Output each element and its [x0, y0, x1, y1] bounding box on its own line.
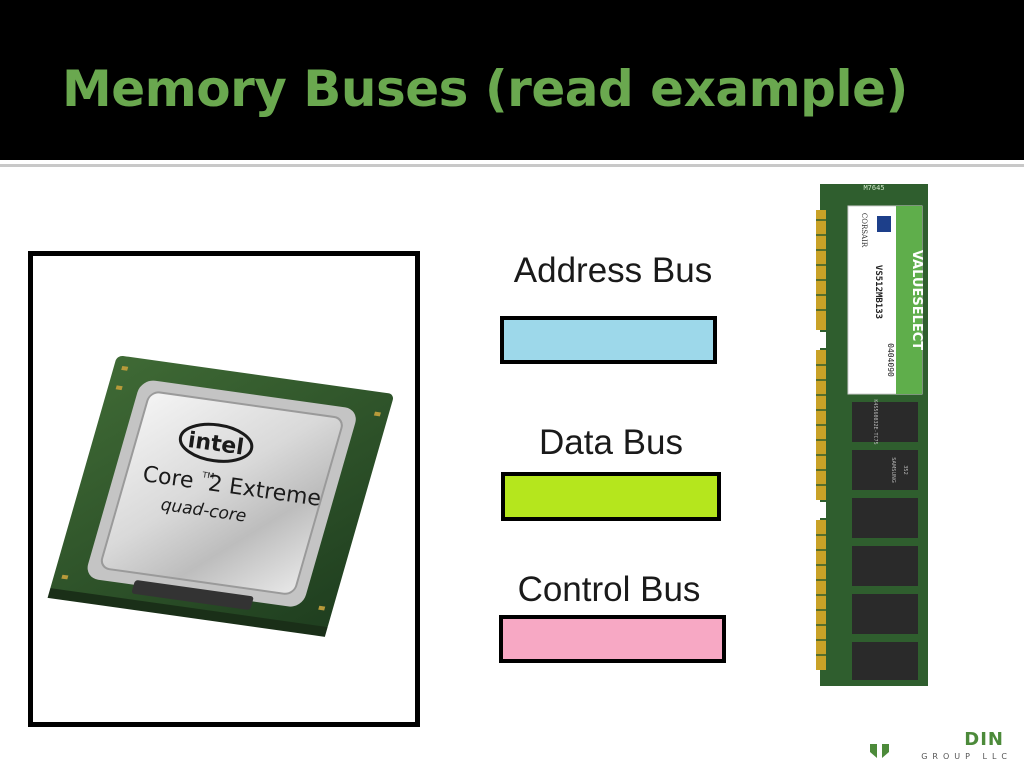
logo-mark-icon — [870, 744, 889, 758]
cpu-image-frame: intel Core TM 2 Extreme quad-core — [28, 251, 420, 727]
ram-chip-num: 352 — [902, 465, 908, 475]
logo-text: DIN — [964, 729, 1004, 750]
ram-series: VALUESELECT — [909, 250, 924, 350]
cpu-chip-image: intel Core TM 2 Extreme quad-core — [47, 355, 393, 637]
ram-part: VS512MB133 — [873, 265, 883, 319]
address-bus-bar — [500, 316, 717, 364]
slide-title: Memory Buses (read example) — [62, 60, 908, 118]
address-bus-label: Address Bus — [513, 251, 713, 290]
ram-chip-code: K4S560832E-TC75 — [872, 399, 878, 444]
data-bus-bar — [501, 472, 721, 521]
title-bar: Memory Buses (read example) — [0, 0, 1024, 160]
ram-chips — [852, 402, 918, 680]
ram-chip-brand: SAMSUNG — [890, 457, 896, 483]
control-bus-bar — [499, 615, 726, 663]
ram-top-mark: M7645 — [863, 184, 884, 192]
ram-maker: CORSAIR — [860, 213, 868, 248]
logo-subtext: GROUP LLC — [921, 752, 1012, 761]
footer-logo: DIN GROUP LLC — [868, 728, 1018, 764]
intel-logo-icon — [178, 422, 254, 463]
title-divider — [0, 164, 1024, 167]
ram-module-image: VALUESELECT CORSAIR VS512MB133 0404090 M… — [812, 184, 928, 686]
cpu-model-tm: TM — [201, 470, 215, 481]
data-bus-label: Data Bus — [539, 423, 683, 462]
control-bus-label: Control Bus — [517, 570, 701, 609]
ram-gold-contacts — [816, 210, 826, 670]
ram-serial: 0404090 — [886, 343, 895, 377]
corsair-sail-icon — [877, 216, 891, 232]
